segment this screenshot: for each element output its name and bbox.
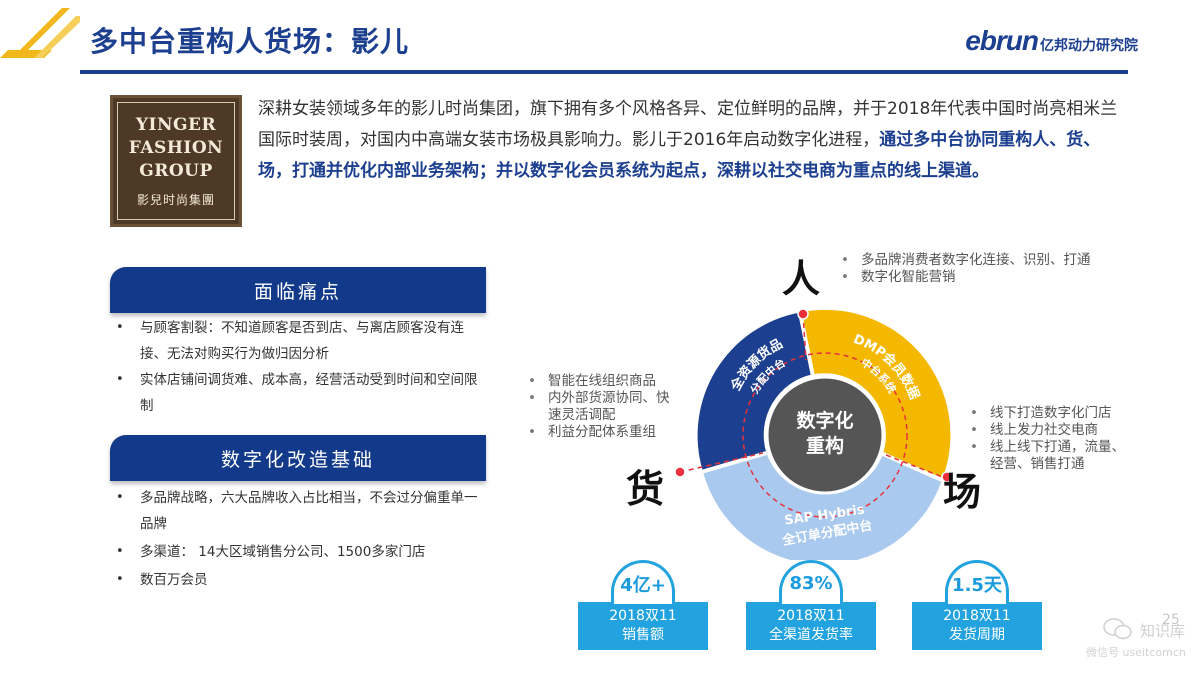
people-note-item: 数字化智能营销 [837, 269, 1127, 286]
goods-dot [674, 466, 686, 478]
foundation-list: 多品牌战略，六大品牌收入占比相当，不会过分偏重单一品牌 多渠道： 14大区域销售… [110, 485, 486, 595]
metric-ship-cycle-value: 1.5天 [945, 560, 1009, 604]
people-dot [797, 308, 809, 320]
segment-bottom-light [702, 453, 942, 565]
goods-note-item: 智能在线组织商品 [524, 373, 674, 390]
ebrun-logo: ebrun 亿邦动力研究院 [965, 25, 1138, 57]
goods-label: 货 [626, 467, 665, 511]
place-note-item: 线上线下打通，流量、经营、销售打通 [966, 439, 1136, 473]
goods-notes: 智能在线组织商品 内外部货源协同、快速灵活调配 利益分配体系重组 [524, 373, 674, 441]
pain-point-item: 与顾客割裂：不知道顾客是否到店、与离店顾客没有连接、无法对购买行为做归因分析 [110, 315, 486, 367]
foundation-header: 数字化改造基础 [110, 435, 486, 481]
place-notes: 线下打造数字化门店 线上发力社交电商 线上线下打通，流量、经营、销售打通 [966, 405, 1136, 473]
logo-word: ebrun [965, 25, 1039, 56]
yinger-brand-logo: YINGER FASHION GROUP 影兒时尚集團 [110, 95, 242, 227]
watermark-name: 知识库 [1140, 622, 1186, 640]
brand-line-1: YINGER [135, 115, 217, 135]
intro-highlight: 通过多中台协同重构人、货、场，打通并优化内部业务架构；并以数字化会员系统为起点，… [258, 130, 1101, 181]
ring-diagram-svg: 数字化 重构 全资源货品 分配中台 DMP会员数据 中台系统 SAP Hybri… [674, 308, 953, 565]
pain-points-header: 面临痛点 [110, 267, 486, 313]
center-circle [765, 375, 885, 495]
corner-stripe-decoration [0, 8, 80, 58]
segment-left-blue [697, 312, 813, 472]
header-rule [80, 70, 1128, 74]
metric-ship-rate-value: 83% [779, 560, 843, 604]
center-text-line-1: 数字化 [796, 409, 853, 432]
pain-point-item: 实体店铺间调货难、成本高，经营活动受到时间和空间限制 [110, 367, 486, 419]
people-notes: 多品牌消费者数字化连接、识别、打通 数字化智能营销 [837, 252, 1127, 286]
wechat-icon [1103, 618, 1132, 640]
brand-line-2: FASHION [128, 138, 224, 158]
center-text-line-2: 重构 [806, 434, 844, 457]
intro-text: 深耕女装领域多年的影儿时尚集团，旗下拥有多个风格各异、定位鲜明的品牌，并于201… [258, 99, 1118, 150]
page-title: 多中台重构人货场：影儿 [90, 25, 410, 58]
metric-sales-value: 4亿+ [611, 560, 675, 604]
place-note-item: 线上发力社交电商 [966, 422, 1136, 439]
intro-paragraph: 深耕女装领域多年的影儿时尚集团，旗下拥有多个风格各异、定位鲜明的品牌，并于201… [258, 94, 1128, 187]
logo-subtitle: 亿邦动力研究院 [1040, 38, 1138, 54]
goods-note-item: 内外部货源协同、快速灵活调配 [524, 390, 674, 424]
foundation-item: 多渠道： 14大区域销售分公司、1500多家门店 [110, 539, 486, 565]
brand-chinese-name: 影兒时尚集團 [136, 193, 215, 207]
foundation-item: 数百万会员 [110, 567, 486, 593]
foundation-item: 多品牌战略，六大品牌收入占比相当，不会过分偏重单一品牌 [110, 485, 486, 537]
page-number: 25 [1162, 612, 1180, 628]
place-note-item: 线下打造数字化门店 [966, 405, 1136, 422]
place-label: 场 [943, 470, 982, 514]
watermark-sub: 微信号 useitcomcn [1086, 646, 1186, 659]
people-goods-place-diagram: 数字化 重构 全资源货品 分配中台 DMP会员数据 中台系统 SAP Hybri… [528, 230, 1125, 565]
people-note-item: 多品牌消费者数字化连接、识别、打通 [837, 252, 1127, 269]
goods-note-item: 利益分配体系重组 [524, 424, 674, 441]
people-label: 人 [782, 257, 821, 301]
segment-right-yellow [800, 309, 951, 480]
brand-line-3: GROUP [139, 161, 213, 181]
pain-points-list: 与顾客割裂：不知道顾客是否到店、与离店顾客没有连接、无法对购买行为做归因分析 实… [110, 315, 486, 419]
place-dot [941, 471, 953, 483]
